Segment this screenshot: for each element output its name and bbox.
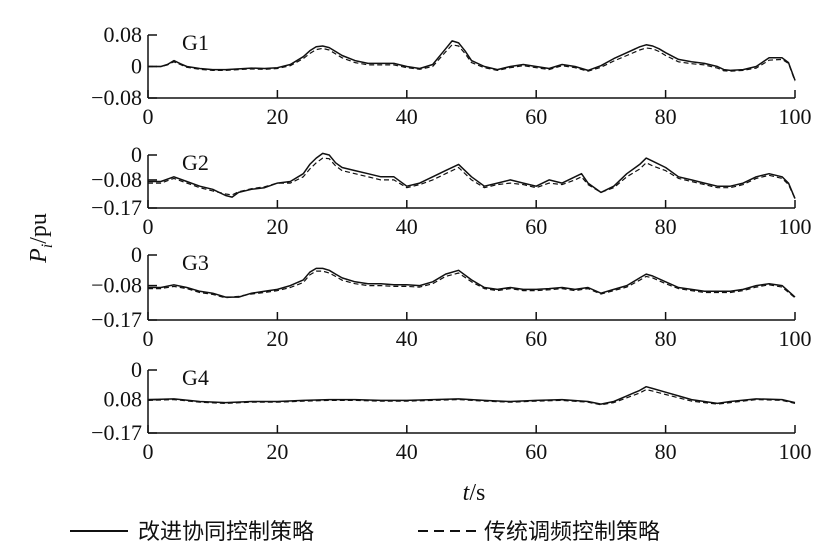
x-tick-label: 0 — [143, 214, 154, 239]
x-tick-label: 80 — [655, 439, 677, 464]
series-line-improved — [148, 40, 796, 81]
x-tick-label: 60 — [525, 439, 547, 464]
panel-title: G4 — [182, 365, 209, 390]
x-tick-label: 100 — [779, 214, 812, 239]
y-tick-label: 0.08 — [104, 22, 143, 47]
series-line-improved — [148, 152, 796, 199]
series-line-improved — [147, 385, 796, 405]
y-tick-label: −0.08 — [91, 273, 142, 298]
y-tick-label: −0.17 — [91, 195, 142, 220]
y-axis-title: Pi/pu — [26, 213, 56, 264]
x-axis-title: t/s — [463, 480, 486, 506]
y-axis-title-unit: /pu — [26, 213, 52, 244]
legend-label-solid: 改进协同控制策略 — [138, 520, 314, 545]
y-axis-title-symbol: P — [26, 248, 52, 264]
x-tick-label: 40 — [396, 439, 418, 464]
x-tick-label: 20 — [266, 326, 288, 351]
y-tick-label: −0.08 — [91, 167, 142, 192]
x-tick-label: 100 — [779, 104, 812, 129]
x-tick-label: 60 — [525, 326, 547, 351]
y-tick-label: 0 — [131, 54, 142, 79]
series-line-traditional — [148, 270, 796, 299]
x-tick-label: 20 — [266, 214, 288, 239]
x-tick-label: 100 — [779, 326, 812, 351]
series-line-improved — [148, 267, 796, 298]
y-tick-label: 0 — [131, 242, 142, 267]
x-tick-label: 0 — [143, 104, 154, 129]
x-tick-label: 60 — [525, 104, 547, 129]
x-tick-label: 80 — [655, 104, 677, 129]
y-tick-label: 0 — [131, 142, 142, 167]
x-tick-label: 40 — [396, 214, 418, 239]
x-tick-label: 40 — [396, 104, 418, 129]
x-axis-title-symbol: t — [463, 480, 471, 506]
panel-title: G1 — [182, 30, 209, 55]
legend: 改进协同控制策略 传统调频控制策略 — [70, 520, 660, 545]
y-tick-label: −0.08 — [91, 85, 142, 110]
series-line-traditional — [148, 44, 796, 82]
legend-label-dashed: 传统调频控制策略 — [484, 520, 660, 545]
x-tick-label: 40 — [396, 326, 418, 351]
x-tick-label: 80 — [655, 326, 677, 351]
x-tick-label: 20 — [266, 104, 288, 129]
series-line-traditional — [147, 389, 796, 406]
x-tick-label: 0 — [143, 326, 154, 351]
x-tick-label: 60 — [525, 214, 547, 239]
y-tick-label: −0.17 — [91, 420, 142, 445]
panel-title: G2 — [182, 150, 209, 175]
y-axis-title-subscript: i — [39, 244, 56, 248]
x-tick-label: 100 — [779, 439, 812, 464]
series-line-traditional — [148, 157, 796, 199]
x-tick-label: 80 — [655, 214, 677, 239]
panel-title: G3 — [182, 250, 209, 275]
y-tick-label: 0.08 — [104, 387, 143, 412]
y-tick-label: −0.17 — [91, 307, 142, 332]
y-tick-label: 0 — [131, 357, 142, 382]
x-axis-title-unit: /s — [469, 480, 485, 506]
x-tick-label: 20 — [266, 439, 288, 464]
x-tick-label: 0 — [143, 439, 154, 464]
